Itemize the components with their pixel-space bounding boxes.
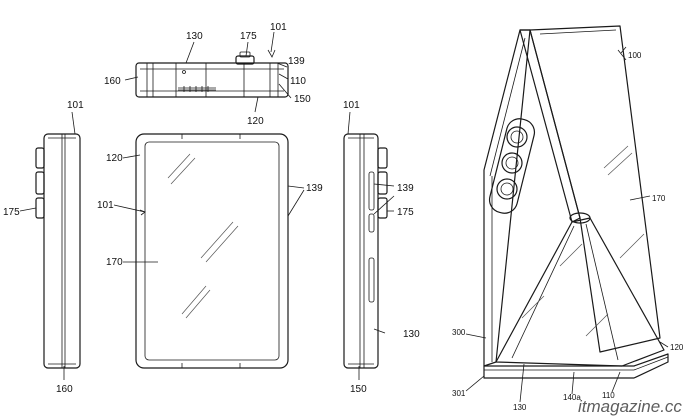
label-101: 101 [67,100,84,111]
label-130: 130 [513,403,527,412]
top-view [124,31,292,113]
label-130: 130 [403,329,420,340]
camera-module [488,118,536,214]
label-170: 170 [652,194,666,203]
label-101: 101 [97,200,114,211]
label-139: 139 [306,183,323,194]
reference-labels: 130 175 101 160 139 110 150 120 101 175 … [3,22,684,412]
watermark-text: itmagazine.cc [578,397,682,416]
label-110: 110 [602,391,615,400]
label-140a: 140a [563,393,581,402]
label-150: 150 [350,384,367,395]
label-139: 139 [397,183,414,194]
perspective-view [465,25,669,403]
label-101: 101 [343,100,360,111]
label-110: 110 [290,76,306,87]
label-300: 300 [452,328,466,337]
label-150: 150 [294,94,311,105]
label-160: 160 [56,384,73,395]
left-side-view [19,111,81,380]
label-170: 170 [106,257,123,268]
label-175: 175 [240,31,257,42]
front-side-labels [287,185,305,217]
label-175: 175 [397,207,414,218]
right-side-view [343,111,395,380]
label-120: 120 [106,153,123,164]
label-101: 101 [270,22,287,33]
front-view [113,133,289,369]
label-175: 175 [3,207,20,218]
label-301: 301 [452,389,466,398]
label-120: 120 [247,116,264,127]
label-139: 139 [288,56,305,67]
label-160: 160 [104,76,121,87]
label-120: 120 [670,343,684,352]
label-100: 100 [628,51,642,60]
label-130: 130 [186,31,203,42]
